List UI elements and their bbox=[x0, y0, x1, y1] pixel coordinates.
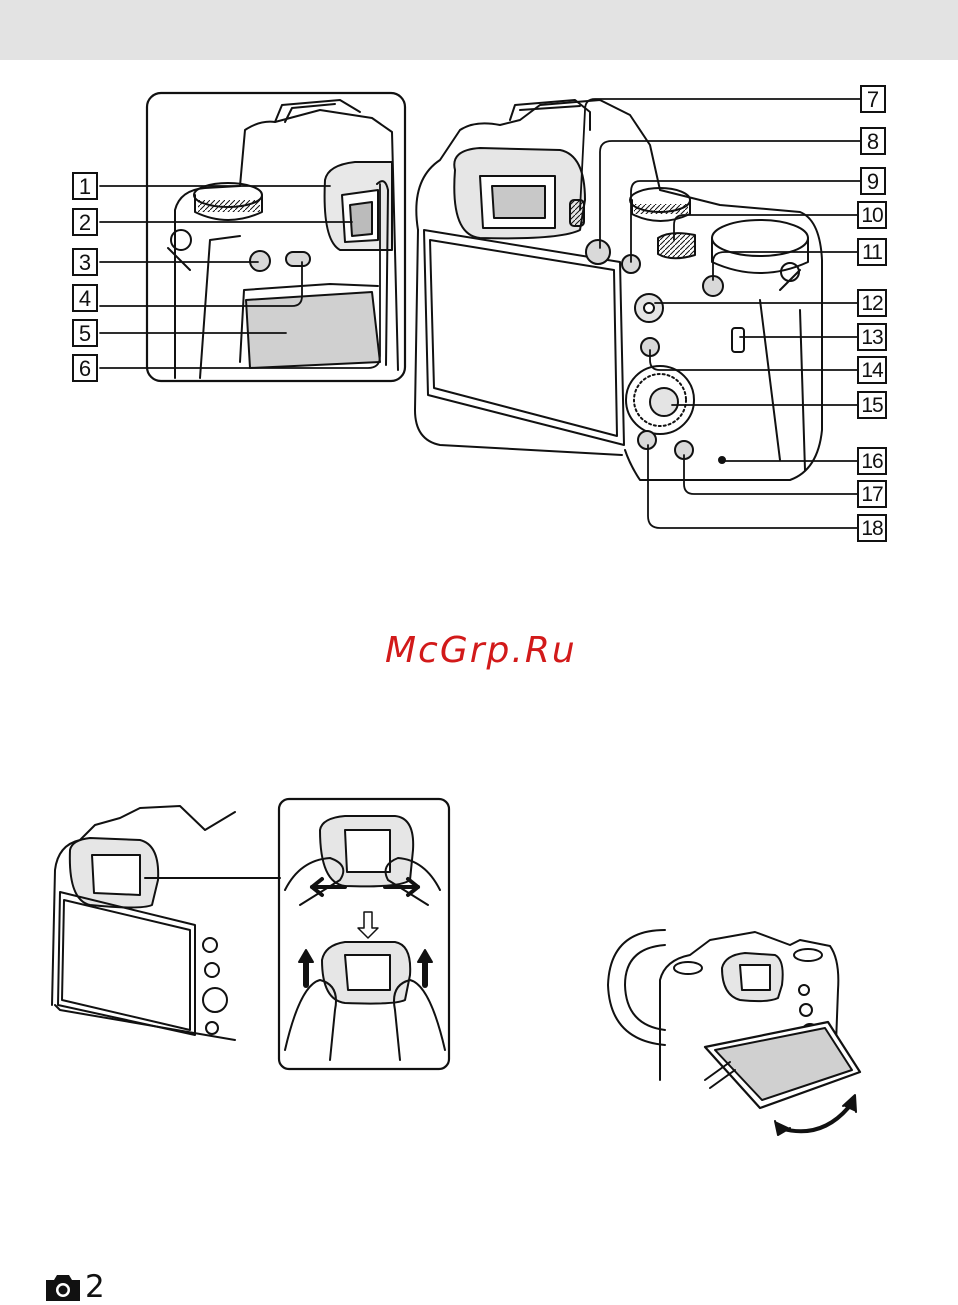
callout-16: 16 bbox=[857, 447, 887, 475]
tilting-monitor-illustration bbox=[608, 930, 860, 1135]
camera-icon bbox=[44, 1272, 82, 1302]
callout-6: 6 bbox=[72, 354, 98, 382]
callout-11: 11 bbox=[857, 238, 887, 266]
callout-17: 17 bbox=[857, 480, 887, 508]
callout-2: 2 bbox=[72, 208, 98, 236]
callout-18: 18 bbox=[857, 514, 887, 542]
callout-4: 4 bbox=[72, 284, 98, 312]
eyecup-removal-illustration bbox=[52, 799, 449, 1069]
callout-7: 7 bbox=[860, 85, 886, 113]
callout-5: 5 bbox=[72, 319, 98, 347]
callout-1: 1 bbox=[72, 172, 98, 200]
callout-14: 14 bbox=[857, 356, 887, 384]
callout-12: 12 bbox=[857, 289, 887, 317]
callout-3: 3 bbox=[72, 248, 98, 276]
eyepiece-detail-illustration bbox=[147, 93, 405, 381]
page-number: 2 bbox=[85, 1270, 105, 1304]
callout-15: 15 bbox=[857, 391, 887, 419]
page-footer: 2 bbox=[44, 1270, 105, 1304]
callout-9: 9 bbox=[860, 167, 886, 195]
callout-10: 10 bbox=[857, 201, 887, 229]
callout-8: 8 bbox=[860, 127, 886, 155]
camera-rear-illustration bbox=[415, 100, 822, 480]
watermark: McGrp.Ru bbox=[385, 630, 577, 671]
callout-13: 13 bbox=[857, 323, 887, 351]
